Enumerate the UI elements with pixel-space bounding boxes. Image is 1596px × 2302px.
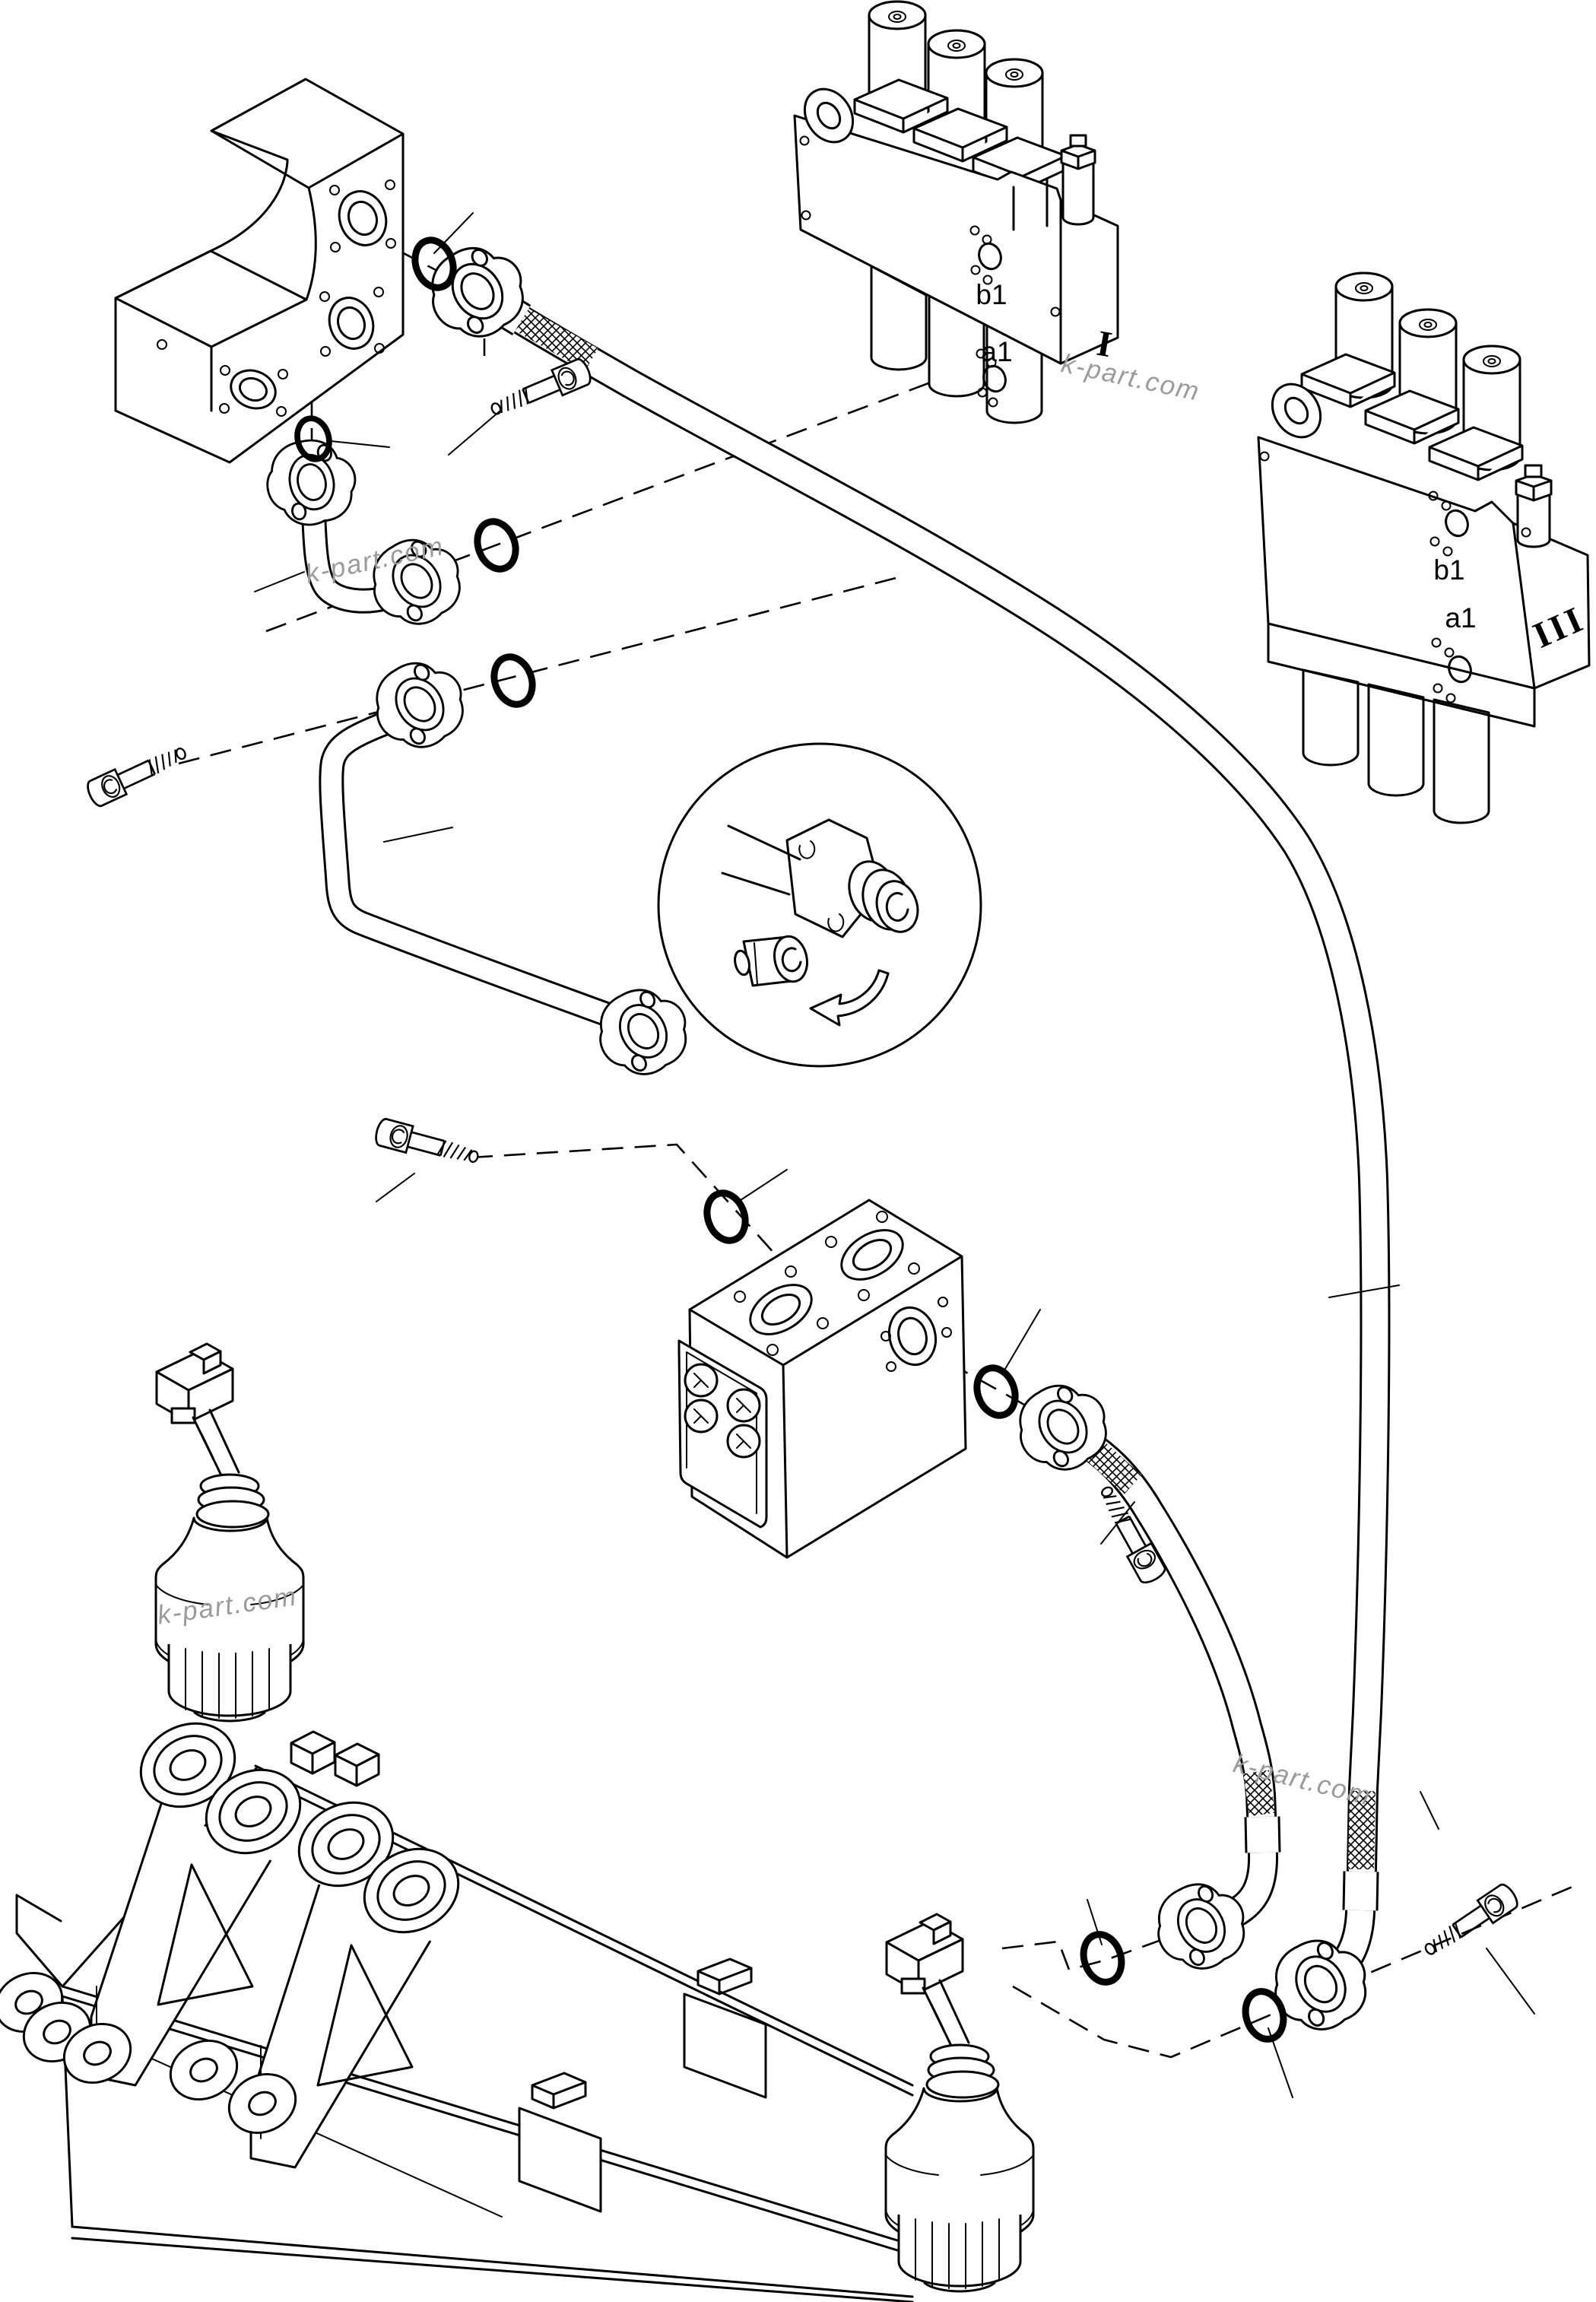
- long-hose: [412, 227, 1391, 2047]
- watermark: k-part.com: [1058, 348, 1202, 407]
- elbow-pipe: [257, 430, 478, 642]
- port-label-a1-valve1: a1: [981, 336, 1012, 367]
- manifold-block-top-left: [114, 78, 405, 464]
- valve-assembly-1: b1 a1 I: [793, 0, 1119, 424]
- bolt: [486, 356, 595, 424]
- valve-assembly-3: b1 a1 III: [1257, 271, 1591, 824]
- bent-pipe: [319, 643, 703, 1091]
- o-ring: [701, 1188, 752, 1246]
- o-ring: [488, 652, 539, 710]
- center-manifold-block: [677, 1199, 967, 1559]
- port-label-b1-valve3: b1: [1433, 554, 1464, 586]
- pilot-joystick-left: [154, 1342, 305, 1723]
- bolt: [372, 1116, 483, 1172]
- short-hose: [1001, 1366, 1281, 1985]
- bolt: [83, 738, 192, 810]
- rotation-arrow-icon: [809, 969, 890, 1027]
- detail-plug: [734, 935, 808, 987]
- detail-circle: [657, 742, 982, 1068]
- o-ring: [1077, 1929, 1127, 1987]
- detail-fitting: [785, 818, 919, 938]
- o-ring: [971, 1363, 1022, 1421]
- socket-plugs: [684, 1363, 761, 1459]
- flange: [257, 430, 365, 535]
- flange: [1141, 1866, 1261, 1985]
- detail-leader-lines: [721, 824, 801, 896]
- port-label-a1-valve3: a1: [1445, 602, 1476, 633]
- flange: [358, 643, 481, 765]
- clevis-lugs: [0, 1971, 297, 2139]
- pilot-joystick-right: [884, 1913, 1035, 2293]
- port-label-b1-valve1: b1: [976, 279, 1007, 310]
- bolt: [1418, 1880, 1522, 1964]
- leader-lines: [254, 212, 1535, 2098]
- frame-weldment: [0, 1722, 914, 2302]
